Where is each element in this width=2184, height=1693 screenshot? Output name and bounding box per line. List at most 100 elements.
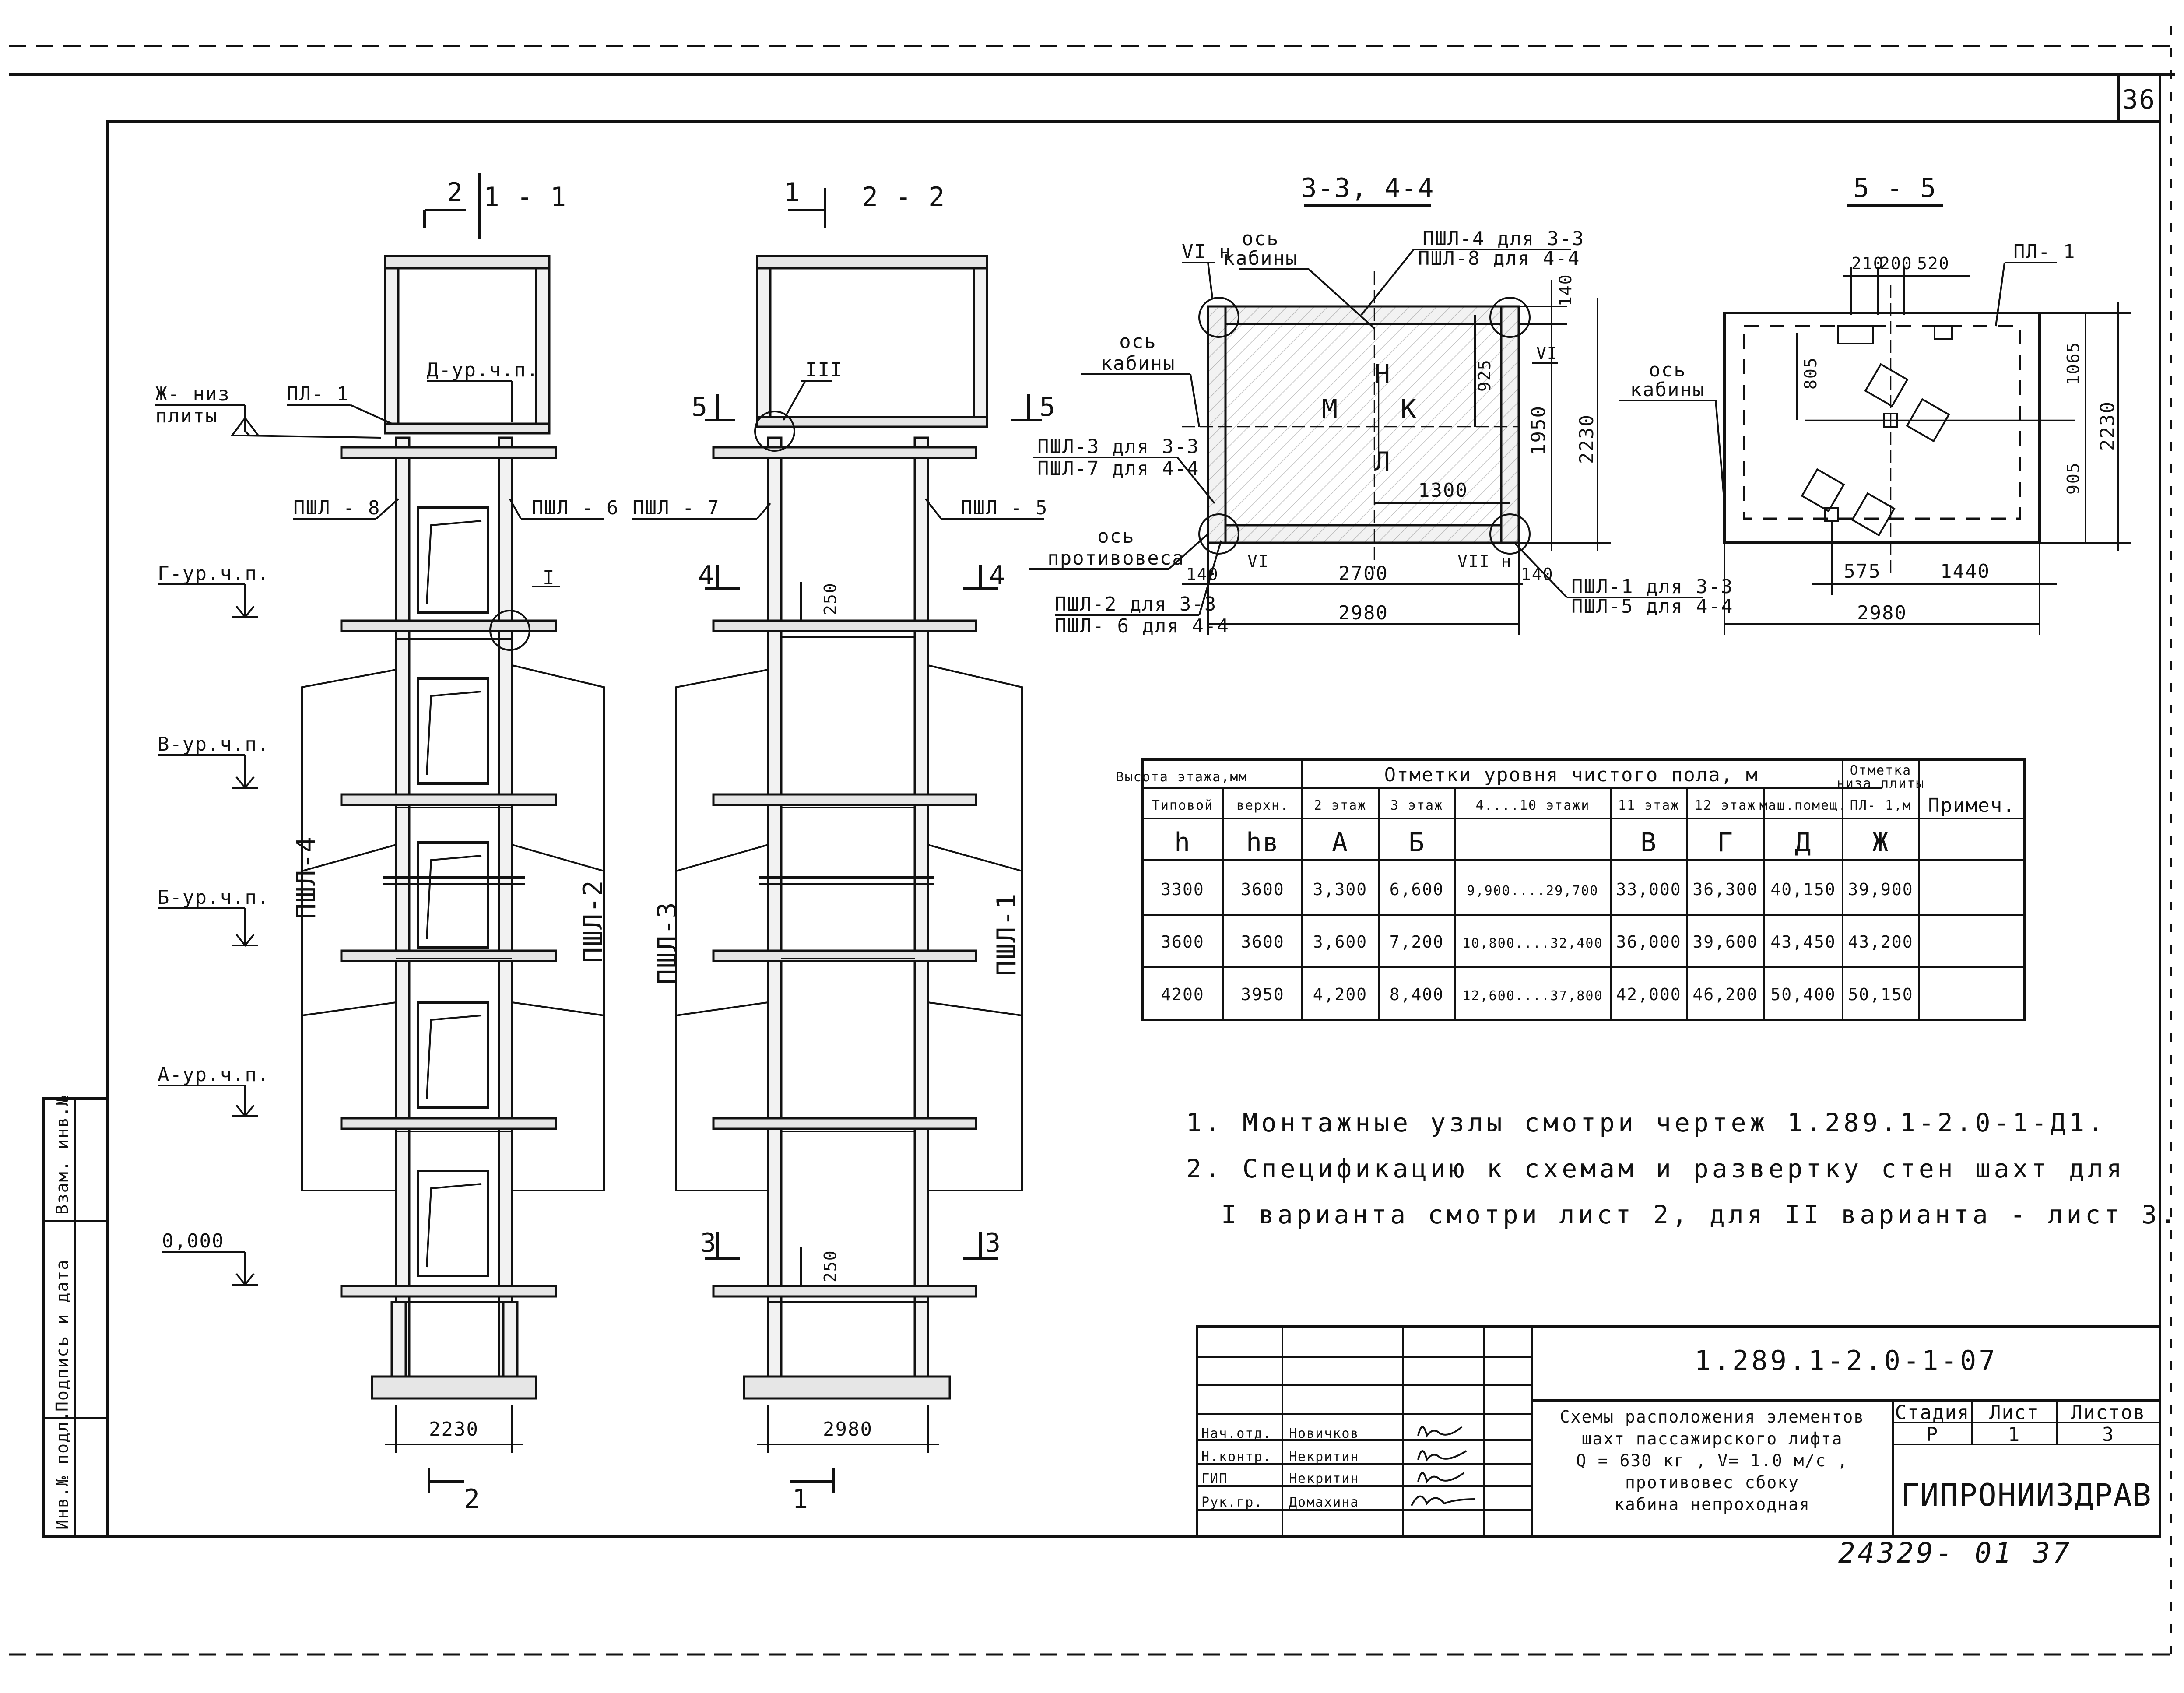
plan55-pl1: ПЛ- 1	[2013, 241, 2075, 263]
title-line-3: Q = 630 кг , V= 1.0 м/с ,	[1576, 1451, 1848, 1470]
section-1-1-floor-slabs	[340, 446, 557, 1298]
levels-table: Высота этажа,мм Отметки уровня чистого п…	[1116, 758, 2026, 1021]
level-zero: 0,000	[162, 1230, 224, 1252]
stamp-inv-podl: Инв.№ подл.	[53, 1410, 72, 1530]
svg-text:33,000: 33,000	[1616, 880, 1681, 899]
svg-text:39,900: 39,900	[1848, 880, 1913, 899]
svg-text:3,300: 3,300	[1313, 880, 1367, 899]
section-2-2-floor-slabs	[712, 446, 977, 1298]
staff-role: Нач.отд.	[1201, 1426, 1272, 1441]
dim-2980-plan33: 2980	[1338, 602, 1388, 624]
staff-role: ГИП	[1201, 1471, 1228, 1486]
section-2-2: 2 - 2 1	[675, 177, 1023, 1514]
letter-hv: hв	[1246, 827, 1279, 858]
staff-list: Нач.отд. Новичков Н.контр. Некритин ГИП …	[1201, 1426, 1359, 1510]
dim-925: 925	[1475, 359, 1494, 392]
sheet-edge-lines	[9, 26, 2175, 1663]
section-1-1-labels: ПШЛ - 8 ПШЛ - 6 I ПШЛ-4 ПШЛ-2	[291, 497, 618, 963]
level-zh-2: плиты	[155, 405, 218, 427]
os-protivovesa-1: ось	[1097, 525, 1134, 548]
cut3-left: 3	[700, 1228, 717, 1258]
plan-letter-n: Н	[1374, 359, 1391, 390]
letter-a: А	[1332, 827, 1348, 858]
node-vin-top: VI н	[1182, 241, 1232, 263]
level-v: В-ур.ч.п.	[158, 733, 270, 755]
os-kabiny-left-2: кабины	[1101, 352, 1176, 375]
section-1-1-cut-mark: 2	[447, 177, 463, 208]
os-kabiny-top-1: ось	[1242, 228, 1279, 250]
level-g: Г-ур.ч.п.	[158, 562, 270, 585]
section-2-2-width-dim: 2980	[823, 1418, 873, 1440]
level-labels: Ж- низ плиты ПЛ- 1 Д-ур.ч.п. Г-ур.ч.п. В…	[155, 359, 538, 1286]
letter-v: В	[1640, 827, 1657, 858]
table-row: 3600 3600 3,600 7,200 10,800....32,400 3…	[1161, 932, 1913, 952]
cut5-left: 5	[692, 392, 708, 422]
letter-h: h	[1174, 827, 1191, 858]
svg-text:50,400: 50,400	[1770, 985, 1836, 1004]
sub-pl1: ПЛ- 1,м	[1850, 798, 1911, 813]
plan-5-5: 5 - 5 ПЛ- 1 ось кабины 210 20	[1619, 173, 2131, 635]
plan-letter-k: К	[1401, 394, 1417, 425]
page-number-box: 36	[2117, 73, 2161, 123]
svg-text:46,200: 46,200	[1692, 985, 1758, 1004]
svg-text:8,400: 8,400	[1390, 985, 1444, 1004]
svg-text:43,450: 43,450	[1770, 932, 1836, 952]
dim-1300: 1300	[1418, 479, 1468, 502]
pshl1-5-1: ПШЛ-1 для 3-3	[1571, 576, 1733, 598]
sheets-value: 3	[2102, 1423, 2115, 1446]
os-kabiny-top-2: кабины	[1223, 247, 1298, 270]
plan-3-3-title: 3-3, 4-4	[1301, 173, 1435, 204]
svg-text:36,300: 36,300	[1692, 880, 1758, 899]
plan55-os-kabiny-1: ось	[1649, 359, 1686, 381]
svg-text:43,200: 43,200	[1848, 932, 1913, 952]
svg-text:9,900....29,700: 9,900....29,700	[1467, 883, 1599, 899]
pshl2-6-2: ПШЛ- 6 для 4-4	[1055, 615, 1229, 637]
staff-name: Некритин	[1289, 1471, 1359, 1486]
stage-value: Р	[1926, 1423, 1939, 1446]
side-stamp: Инв.№ подл. Подпись и дата Взам. инв.№	[42, 1095, 109, 1538]
table-group-bottom-2: низа плиты	[1837, 776, 1925, 791]
table-group-bottom-1: Отметка	[1850, 763, 1911, 778]
letter-d: Д	[1795, 827, 1812, 858]
svg-text:4,200: 4,200	[1313, 985, 1367, 1004]
pshl4-label: ПШЛ-4	[291, 836, 322, 919]
table-letter-row: h hв А Б В Г Д Ж	[1174, 827, 1888, 858]
section-2-2-title: 2 - 2	[862, 182, 946, 212]
archive-number: 24329- 01 37	[1838, 1537, 2072, 1570]
drawing-frame	[106, 120, 2161, 1538]
dim-140-top: 140	[1556, 274, 1575, 306]
sub-11etazh: 11 этаж	[1618, 798, 1679, 813]
plan-3-3-4-4: 3-3, 4-4 Н М К Л ось кабины ПШЛ-4 для 3-…	[1029, 173, 1733, 637]
plan-letter-m: М	[1322, 394, 1338, 425]
sub-tipovoy: Типовой	[1152, 798, 1213, 813]
sheet-header: Лист	[1989, 1401, 2039, 1424]
svg-text:6,600: 6,600	[1390, 880, 1444, 899]
svg-text:7,200: 7,200	[1390, 932, 1444, 952]
svg-text:36,000: 36,000	[1616, 932, 1681, 952]
sub-verkhn: верхн.	[1236, 798, 1289, 813]
sub-12etazh: 12 этаж	[1695, 798, 1756, 813]
title-code: 1.289.1-2.0-1-07	[1694, 1345, 1998, 1377]
title-line-4: противовес сбоку	[1625, 1473, 1799, 1492]
note-2a: 2. Спецификацию к схемам и развертку сте…	[1186, 1154, 2125, 1184]
note-2b: I варианта смотри лист 2, для II вариант…	[1221, 1200, 2179, 1229]
org-name: ГИПРОНИИЗДРАВ	[1901, 1477, 2152, 1513]
node-I-label: I	[543, 567, 555, 589]
dim-2980-plan55: 2980	[1857, 602, 1907, 624]
os-protivovesa-2: противовеса	[1047, 547, 1184, 569]
sub-4-10: 4....10 этажи	[1476, 798, 1590, 813]
staff-name: Домахина	[1289, 1495, 1359, 1510]
section-1-1-door-openings	[417, 506, 489, 1277]
signatures	[1411, 1426, 1475, 1506]
sub-3etazh: 3 этаж	[1390, 798, 1443, 813]
stage-header: Стадия	[1895, 1401, 1970, 1424]
stamp-vzam: Взам. инв.№	[53, 1095, 72, 1215]
dim-2700: 2700	[1338, 562, 1388, 585]
cut3-right: 3	[985, 1228, 1001, 1258]
section-2-2-bottom-mark: 1	[792, 1484, 809, 1514]
svg-text:42,000: 42,000	[1616, 985, 1681, 1004]
node-vi-bottom: VI	[1247, 551, 1269, 571]
plan55-os-kabiny-2: кабины	[1630, 379, 1705, 401]
pl1-label: ПЛ- 1	[287, 383, 349, 405]
node-III-label: III	[805, 359, 843, 381]
